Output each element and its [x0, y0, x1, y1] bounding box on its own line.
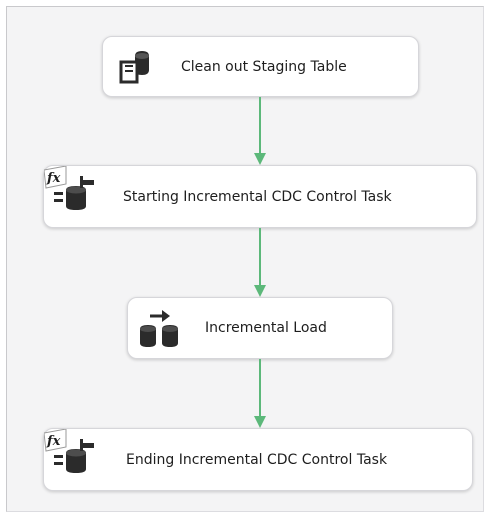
data-flow-task-icon: [138, 307, 184, 349]
execute-sql-task-icon: [115, 48, 155, 86]
task-label: Incremental Load: [205, 320, 327, 336]
task-label: Ending Incremental CDC Control Task: [126, 451, 388, 468]
task-clean-out-staging-table[interactable]: Clean out Staging Table: [102, 36, 419, 97]
control-flow-canvas[interactable]: Clean out Staging Table fx: [6, 6, 484, 512]
expression-badge: fx: [46, 171, 61, 186]
cdc-control-task-icon: fx: [44, 429, 110, 479]
expression-badge: fx: [46, 434, 61, 449]
precedence-constraint-arrow[interactable]: [254, 228, 266, 297]
task-label: Clean out Staging Table: [181, 58, 347, 75]
precedence-constraint-arrow[interactable]: [254, 359, 266, 428]
cdc-control-task-icon: fx: [44, 166, 110, 216]
precedence-constraint-arrow[interactable]: [254, 97, 266, 165]
task-label: Starting Incremental CDC Control Task: [123, 188, 392, 205]
task-ending-incremental-cdc-control[interactable]: fx Ending Incremental CDC Control Task: [43, 428, 473, 491]
task-starting-incremental-cdc-control[interactable]: fx Starting Incremental CDC Control Task: [43, 165, 477, 228]
task-incremental-load[interactable]: Incremental Load: [127, 297, 393, 359]
